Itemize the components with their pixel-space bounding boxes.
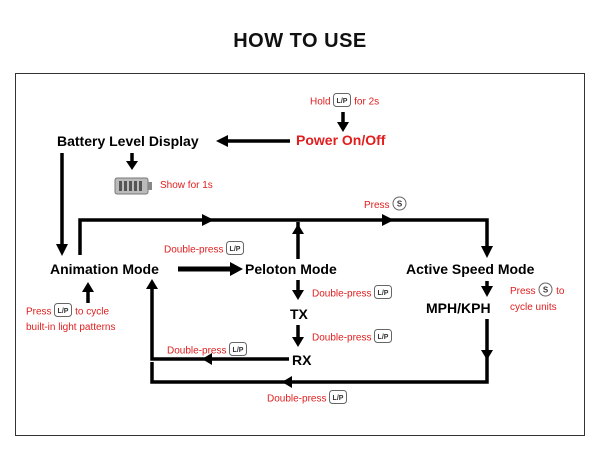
svg-text:L/P: L/P bbox=[58, 308, 69, 315]
svg-text:L/P: L/P bbox=[337, 98, 348, 105]
lp-key-icon: L/P bbox=[374, 329, 393, 347]
arrowhead bbox=[146, 279, 158, 289]
s-key-icon: S bbox=[392, 196, 407, 215]
double-press-back-hint: Double-press L/P bbox=[167, 342, 248, 360]
power-on-off-label: Power On/Off bbox=[296, 132, 386, 148]
arrowhead bbox=[292, 224, 304, 234]
press-cycle-patterns-hint: Press L/P to cycle built-in light patter… bbox=[26, 303, 116, 334]
arrowhead bbox=[126, 161, 138, 170]
double-press-bottom-hint: Double-press L/P bbox=[267, 390, 348, 408]
arrowhead bbox=[382, 214, 394, 226]
lp-key-icon: L/P bbox=[374, 285, 393, 303]
arrowhead bbox=[82, 282, 94, 292]
battery-level-display-label: Battery Level Display bbox=[57, 133, 199, 149]
arrowhead bbox=[216, 135, 228, 147]
hold-hint: Hold L/P for 2s bbox=[310, 93, 379, 111]
connector-animation-top-loop bbox=[78, 218, 489, 255]
svg-text:L/P: L/P bbox=[233, 347, 244, 354]
page-title: HOW TO USE bbox=[233, 30, 367, 52]
svg-text:S: S bbox=[397, 200, 403, 209]
double-press-tx-hint: Double-press L/P bbox=[312, 285, 393, 303]
lp-key-icon: L/P bbox=[229, 342, 248, 360]
arrowhead bbox=[337, 122, 349, 132]
double-press-peloton-hint: Double-press L/P bbox=[164, 241, 245, 259]
arrowhead bbox=[481, 246, 493, 258]
lp-key-icon: L/P bbox=[329, 390, 348, 408]
animation-mode-label: Animation Mode bbox=[50, 261, 159, 277]
s-key-icon: S bbox=[538, 282, 553, 301]
arrowhead bbox=[481, 286, 493, 297]
lp-key-icon: L/P bbox=[54, 303, 73, 321]
tx-label: TX bbox=[290, 306, 308, 322]
arrowhead bbox=[230, 262, 243, 276]
arrowhead bbox=[56, 244, 68, 256]
show-for-1s-hint: Show for 1s bbox=[160, 180, 213, 191]
svg-text:L/P: L/P bbox=[333, 395, 344, 402]
rx-label: RX bbox=[292, 352, 312, 368]
press-cycle-units-hint: Press S to cycle units bbox=[510, 282, 564, 314]
press-s-hint: Press S bbox=[364, 196, 407, 215]
svg-text:L/P: L/P bbox=[230, 246, 241, 253]
active-speed-mode-label: Active Speed Mode bbox=[406, 261, 535, 277]
svg-text:S: S bbox=[543, 286, 549, 295]
arrowhead bbox=[292, 337, 304, 347]
arrowhead bbox=[202, 214, 214, 226]
mph-kph-label: MPH/KPH bbox=[426, 300, 491, 316]
arrowhead bbox=[282, 376, 292, 388]
svg-text:L/P: L/P bbox=[378, 334, 389, 341]
svg-text:L/P: L/P bbox=[378, 290, 389, 297]
arrowhead bbox=[292, 290, 304, 300]
connector-rx-animation bbox=[150, 287, 289, 361]
diagram-frame bbox=[15, 73, 585, 436]
arrowhead bbox=[202, 353, 212, 365]
double-press-rx-hint: Double-press L/P bbox=[312, 329, 393, 347]
battery-icon bbox=[114, 177, 152, 195]
arrowhead bbox=[481, 350, 493, 360]
lp-key-icon: L/P bbox=[226, 241, 245, 259]
lp-key-icon: L/P bbox=[333, 93, 352, 111]
peloton-mode-label: Peloton Mode bbox=[245, 261, 337, 277]
